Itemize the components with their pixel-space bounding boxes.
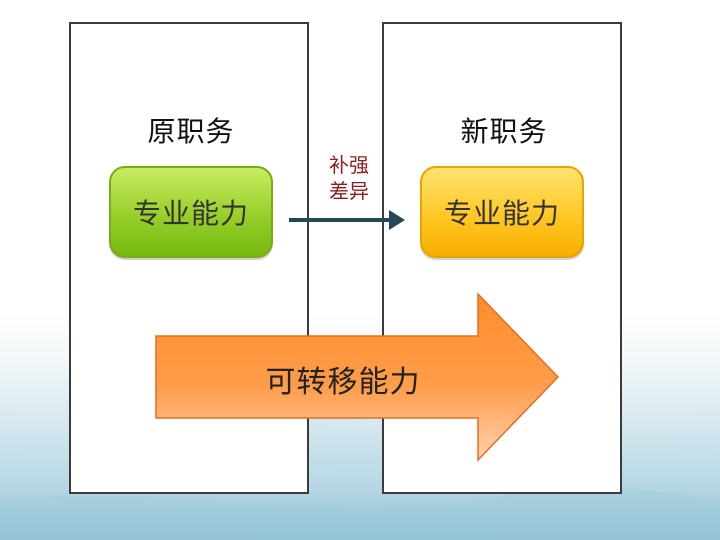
- gap-arrow-head: [389, 210, 405, 230]
- new-role-title: 新职务: [460, 115, 548, 148]
- transferable-skill-arrow: [155, 292, 560, 462]
- new-professional-skill-box: 专业能力: [420, 166, 584, 258]
- gap-label-line-1: 补强: [329, 153, 369, 177]
- original-professional-skill-label: 专业能力: [132, 197, 249, 230]
- original-professional-skill-box: 专业能力: [109, 166, 273, 258]
- original-role-title: 原职务: [147, 115, 235, 148]
- transferable-skill-label: 可转移能力: [265, 365, 421, 400]
- new-professional-skill-label: 专业能力: [443, 197, 560, 230]
- gap-label-line-2: 差异: [329, 179, 369, 203]
